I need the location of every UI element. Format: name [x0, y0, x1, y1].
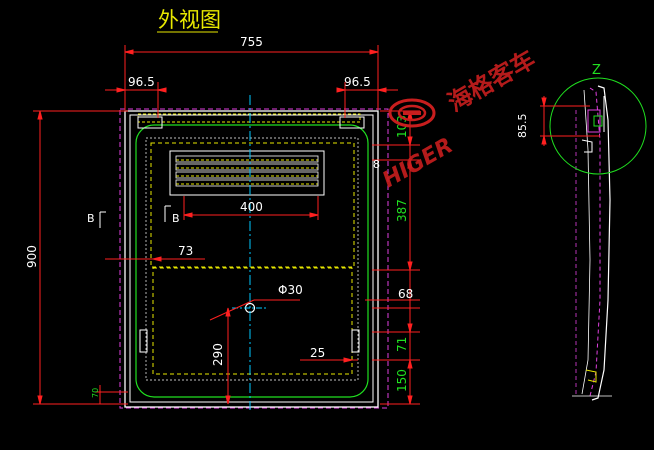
- dim-section-offset: 73: [178, 244, 193, 258]
- higer-logo: [388, 98, 436, 128]
- dim-vent-gap: 8: [373, 158, 380, 171]
- section-label-left: B: [87, 212, 95, 225]
- dim-overall-width: 755: [240, 35, 263, 49]
- hatch-panel-outline: [135, 124, 369, 398]
- section-mark-right: [164, 205, 171, 222]
- dim-bottom-band: 150: [395, 369, 409, 392]
- section-mark-left: [99, 211, 106, 228]
- side-profile: [572, 85, 612, 401]
- inner-frame-outer: [145, 137, 359, 381]
- dim-top-band: 103: [395, 115, 409, 138]
- detail-z-content: [587, 96, 605, 133]
- inner-frame-lower: [152, 267, 353, 375]
- vent-slat-outlines: [175, 155, 319, 187]
- dim-vent-width: 400: [240, 200, 263, 214]
- dim-detail-z: 85.5: [516, 114, 529, 139]
- detail-label-z: Z: [592, 63, 601, 78]
- vent-slats: [176, 159, 318, 185]
- hinge-right: [339, 116, 365, 129]
- handle-right: [351, 329, 360, 353]
- handle-left: [139, 329, 148, 353]
- dim-overall-height: 900: [25, 245, 39, 268]
- hinge-left: [137, 116, 163, 129]
- dim-hole-diameter: Φ30: [278, 283, 303, 297]
- dim-hole-height: 290: [211, 343, 225, 366]
- dim-handle-offset: 25: [310, 346, 325, 360]
- detail-circle-z: [549, 77, 647, 175]
- drawing-title: 外视图: [158, 8, 221, 32]
- section-label-right: B: [172, 212, 180, 225]
- dim-lower-gap: 68: [398, 287, 413, 301]
- inner-frame-upper: [150, 142, 355, 268]
- dim-handle-height: 71: [395, 337, 409, 352]
- watermark-en: HIGER: [379, 133, 458, 193]
- dim-vent-to-rail: 387: [395, 199, 409, 222]
- watermark-cn: 海格客车: [443, 45, 540, 117]
- dim-right-offset: 96.5: [344, 75, 371, 89]
- vent-grille: [169, 150, 325, 196]
- dim-left-offset: 96.5: [128, 75, 155, 89]
- dim-bottom-small: 70: [91, 388, 100, 398]
